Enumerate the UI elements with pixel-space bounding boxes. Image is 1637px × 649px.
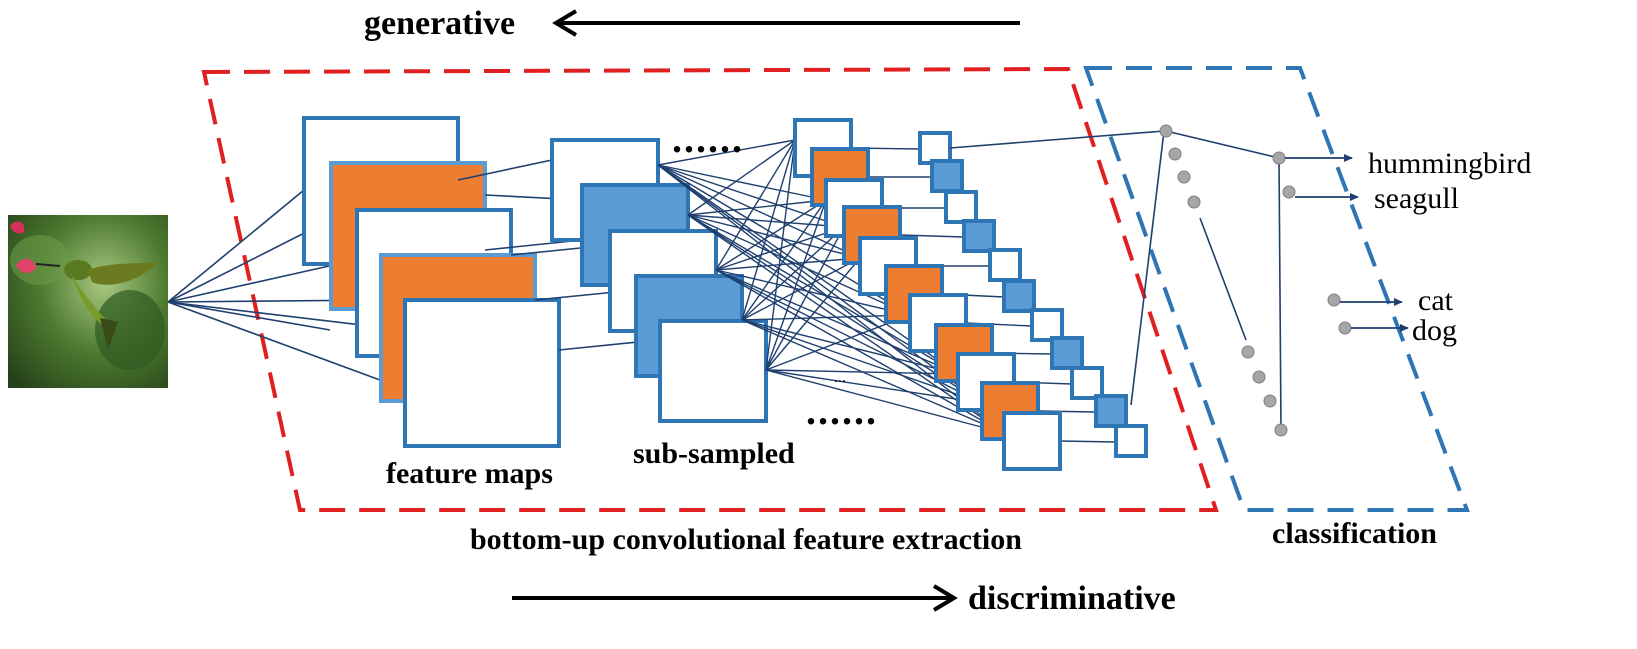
fan-link	[715, 257, 861, 271]
fan-link	[657, 139, 796, 166]
conv-map	[1002, 411, 1062, 471]
fan-link	[715, 269, 959, 375]
extraction-label: bottom-up convolutional feature extracti…	[470, 523, 1022, 556]
conv-map	[1050, 336, 1084, 370]
conv-map	[962, 219, 996, 253]
ellipsis-small: ...	[834, 369, 846, 386]
class-label-seagull: seagull	[1374, 182, 1459, 215]
neuron	[1272, 151, 1286, 165]
conv-map	[988, 248, 1022, 282]
fan-link	[765, 369, 983, 404]
sub-sampled-label: sub-sampled	[633, 437, 795, 470]
subsampled-stack	[550, 138, 768, 423]
class-label-cat: cat	[1418, 284, 1454, 317]
fan-link	[741, 319, 983, 404]
class-label-dog: dog	[1412, 314, 1457, 347]
conv-map	[1094, 394, 1128, 428]
fan-link	[741, 226, 845, 321]
fan-link	[765, 226, 845, 371]
fan-link	[687, 214, 983, 404]
classification-label: classification	[1272, 517, 1437, 550]
conv-chain	[793, 118, 1148, 471]
fan-link	[765, 139, 796, 371]
feature-extraction-region	[201, 66, 1219, 512]
fan-link	[687, 214, 1005, 434]
fan-link	[687, 214, 911, 316]
conv-link	[899, 234, 965, 238]
conv-map	[918, 131, 952, 165]
conv-link	[1059, 440, 1117, 443]
classifier-network	[1159, 124, 1409, 437]
conv-map	[1030, 308, 1064, 342]
fan-link	[765, 257, 861, 371]
conv-map	[1070, 366, 1104, 400]
neuron	[1177, 170, 1191, 184]
neuron	[1263, 394, 1277, 408]
neuron	[1168, 147, 1182, 161]
generative-label: generative	[364, 5, 515, 42]
fan-link	[765, 314, 911, 371]
conv-map	[930, 159, 964, 193]
fan-link	[765, 199, 827, 371]
discriminative-label: discriminative	[968, 580, 1176, 617]
neuron	[1282, 185, 1296, 199]
neuron	[1159, 124, 1173, 138]
fan-link	[741, 139, 796, 321]
fan-link	[687, 214, 845, 228]
fan-link	[657, 164, 827, 201]
classifier-input-lines	[949, 130, 1165, 406]
fan-link	[741, 319, 1005, 434]
fan-link	[741, 257, 861, 321]
ellipsis-top: ......	[672, 116, 744, 161]
conv-map	[944, 190, 978, 224]
fan-link	[687, 139, 796, 216]
neuron	[1241, 345, 1255, 359]
fan-link	[741, 319, 959, 375]
generative-arrow	[552, 9, 1020, 37]
fan-link	[715, 269, 911, 316]
fan-link	[715, 199, 827, 271]
neuron	[1187, 195, 1201, 209]
fan-link	[657, 164, 983, 404]
fan-link	[715, 226, 845, 271]
feature-maps-label: feature maps	[386, 457, 553, 490]
hummingbird-photo-icon	[8, 215, 168, 388]
neuron	[1327, 293, 1341, 307]
neuron	[1338, 321, 1352, 335]
ellipsis-bottom: ......	[806, 388, 878, 433]
class-label-hummingbird: hummingbird	[1368, 147, 1531, 180]
fan-link	[715, 139, 796, 271]
feature-maps-stack	[302, 116, 561, 448]
conv-map	[1114, 424, 1148, 458]
fan-link	[741, 314, 911, 321]
neuron	[1274, 423, 1288, 437]
classification-region	[1083, 66, 1470, 512]
discriminative-arrow	[512, 584, 958, 612]
fan-link	[765, 369, 959, 375]
fan-link	[657, 164, 845, 228]
neuron	[1252, 370, 1266, 384]
fan-link	[765, 369, 1005, 434]
conv-map	[1002, 279, 1036, 313]
fan-link	[687, 199, 827, 216]
fan-link	[741, 199, 827, 321]
